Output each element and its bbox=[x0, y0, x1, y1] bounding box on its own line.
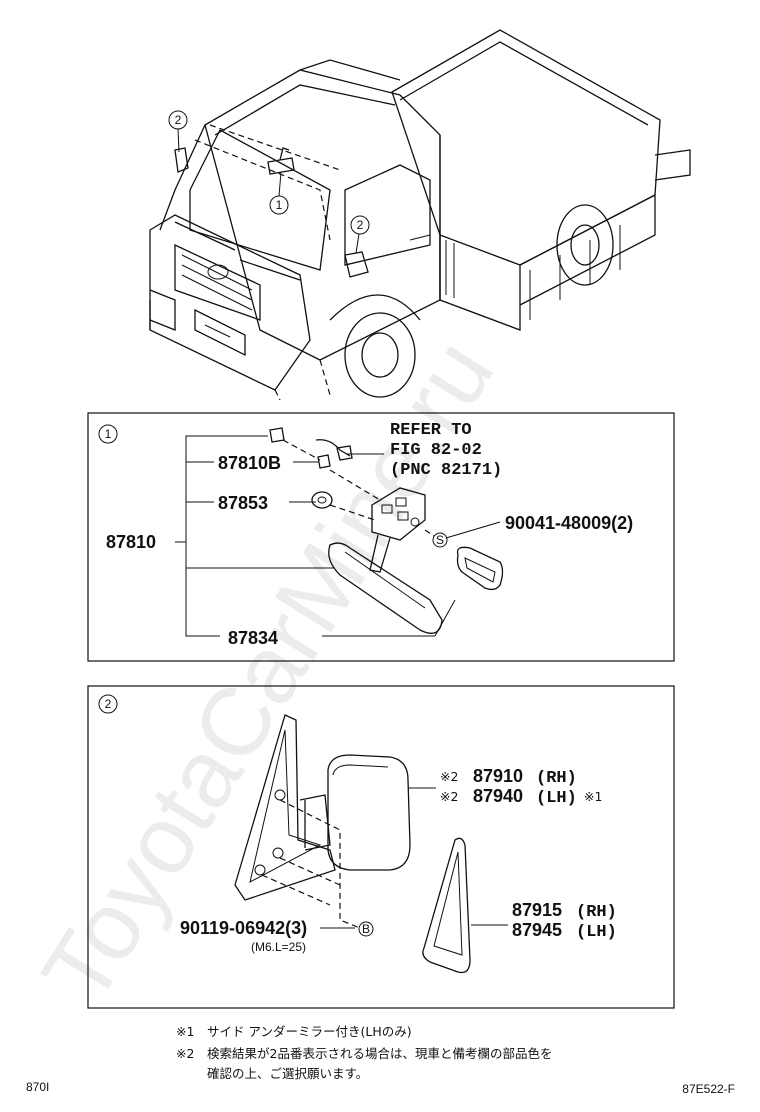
svg-text:B: B bbox=[362, 922, 370, 936]
watermark: ToyotaCarMine.ru bbox=[22, 322, 514, 1021]
section-2-leader-lines bbox=[320, 787, 508, 929]
part-90119-06942: 90119-06942(3) bbox=[180, 918, 307, 938]
note-1-mark: ※1 bbox=[176, 1024, 194, 1039]
section-2-callout: 2 bbox=[98, 694, 118, 714]
svg-text:S: S bbox=[436, 533, 444, 547]
part-87810b: 87810B bbox=[218, 453, 281, 473]
svg-text:1: 1 bbox=[105, 427, 112, 441]
part-87915-side: (RH) bbox=[576, 903, 617, 922]
part-87940-side: (LH) bbox=[536, 789, 577, 808]
footer-left-code: 870I bbox=[26, 1080, 49, 1094]
svg-text:2: 2 bbox=[105, 697, 112, 711]
footer-right-code: 87E522-F bbox=[682, 1082, 735, 1096]
part-87910-side: (RH) bbox=[536, 769, 577, 788]
refer-to-line3: (PNC 82171) bbox=[390, 461, 502, 480]
part-87915: 87915 bbox=[512, 900, 562, 920]
callout-2-right: 2 bbox=[350, 215, 370, 254]
note-2-text-line1: 検索結果が2品番表示される場合は、現車と備考欄の部品色を bbox=[207, 1046, 552, 1061]
inner-mirror-assembly: S bbox=[269, 427, 504, 634]
mark-87910: ※2 bbox=[440, 769, 458, 784]
callout-2-left: 2 bbox=[168, 110, 188, 153]
part-87853: 87853 bbox=[218, 493, 268, 513]
section-1-callout: 1 bbox=[98, 424, 118, 444]
part-87810: 87810 bbox=[106, 532, 156, 552]
svg-text:1: 1 bbox=[276, 198, 283, 212]
part-87940: 87940 bbox=[473, 786, 523, 806]
part-87945-side: (LH) bbox=[576, 923, 617, 942]
note-2-text-line2: 確認の上、ご選択願います。 bbox=[207, 1066, 368, 1081]
side-mirror-assembly: B bbox=[234, 714, 471, 974]
bolt-spec: (M6.L=25) bbox=[251, 940, 306, 954]
part-87945: 87945 bbox=[512, 920, 562, 940]
refer-to-line2: FIG 82-02 bbox=[390, 441, 482, 460]
svg-text:2: 2 bbox=[175, 113, 182, 127]
mark-87940: ※2 bbox=[440, 789, 458, 804]
svg-text:2: 2 bbox=[357, 218, 364, 232]
part-87910: 87910 bbox=[473, 766, 523, 786]
refer-to-line1: REFER TO bbox=[390, 421, 472, 440]
callout-1-inner-mirror: 1 bbox=[269, 171, 289, 215]
section-1-frame bbox=[87, 412, 675, 662]
truck-illustration bbox=[149, 29, 691, 401]
note-1-text: サイド アンダーミラー付き(LHのみ) bbox=[207, 1024, 412, 1039]
part-87834: 87834 bbox=[228, 628, 278, 648]
section-2-frame bbox=[87, 685, 675, 1009]
note-mark-87940: ※1 bbox=[584, 789, 602, 804]
section-1-leader-lines bbox=[175, 435, 501, 637]
note-2-mark: ※2 bbox=[176, 1046, 194, 1061]
part-90041-48009: 90041-48009(2) bbox=[505, 513, 633, 533]
